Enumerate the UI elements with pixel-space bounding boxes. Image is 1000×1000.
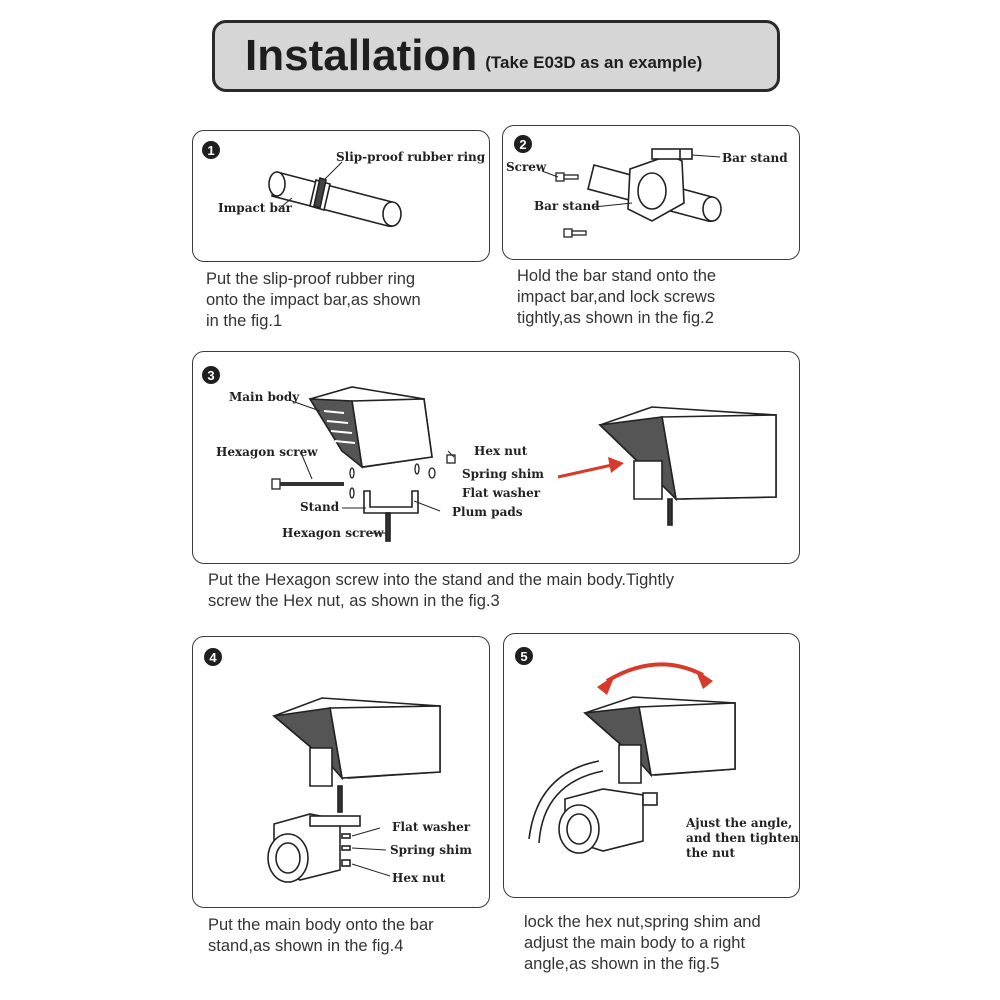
- step-5-number-badge: 5: [515, 647, 533, 665]
- step-4-number-badge: 4: [204, 648, 222, 666]
- bar-stand-left-label: Bar stand: [534, 199, 600, 213]
- hexagon-screw-top-label: Hexagon screw: [216, 445, 318, 459]
- step-4-caption: Put the main body onto the bar stand,as …: [208, 916, 434, 955]
- flat-washer-label: Flat washer: [462, 486, 541, 500]
- stand-label: Stand: [300, 500, 340, 514]
- plum-pads-label: Plum pads: [452, 505, 523, 519]
- step-3-number-badge: 3: [202, 366, 220, 384]
- impact-bar-illustration: [268, 161, 402, 228]
- spring-shim-label: Spring shim: [462, 467, 544, 481]
- spring-shim-label-4: Spring shim: [390, 843, 472, 857]
- bar-stand-illustration: [541, 148, 722, 238]
- step-2-caption: Hold the bar stand onto the impact bar,a…: [517, 267, 717, 327]
- assembly-exploded-illustration: [271, 386, 777, 542]
- mount-body-illustration: [267, 697, 441, 883]
- title-banner: Installation (Take E03D as an example): [212, 20, 780, 92]
- step-1-number-badge: 1: [202, 141, 220, 159]
- hex-nut-label-4: Hex nut: [392, 871, 446, 885]
- angle-adjust-illustration: [528, 662, 736, 854]
- page-title: Installation: [245, 31, 478, 80]
- screw-label: Screw: [506, 160, 547, 174]
- adjust-angle-note: Ajust the angle, and then tighten the nu…: [686, 816, 799, 860]
- hexagon-screw-bottom-label: Hexagon screw: [282, 526, 384, 540]
- bar-stand-top-label: Bar stand: [722, 151, 788, 165]
- page-subtitle: (Take E03D as an example): [485, 53, 703, 72]
- hex-nut-label: Hex nut: [474, 444, 528, 458]
- step-3-caption: Put the Hexagon screw into the stand and…: [208, 571, 674, 610]
- step-1-caption: Put the slip-proof rubber ring onto the …: [206, 270, 421, 330]
- step-5-caption: lock the hex nut,spring shim and adjust …: [524, 913, 761, 973]
- step-2-number-badge: 2: [514, 135, 532, 153]
- main-body-label: Main body: [229, 390, 300, 404]
- flat-washer-label-4: Flat washer: [392, 820, 471, 834]
- impact-bar-label: Impact bar: [218, 201, 292, 215]
- slip-proof-ring-label: Slip-proof rubber ring: [336, 150, 486, 164]
